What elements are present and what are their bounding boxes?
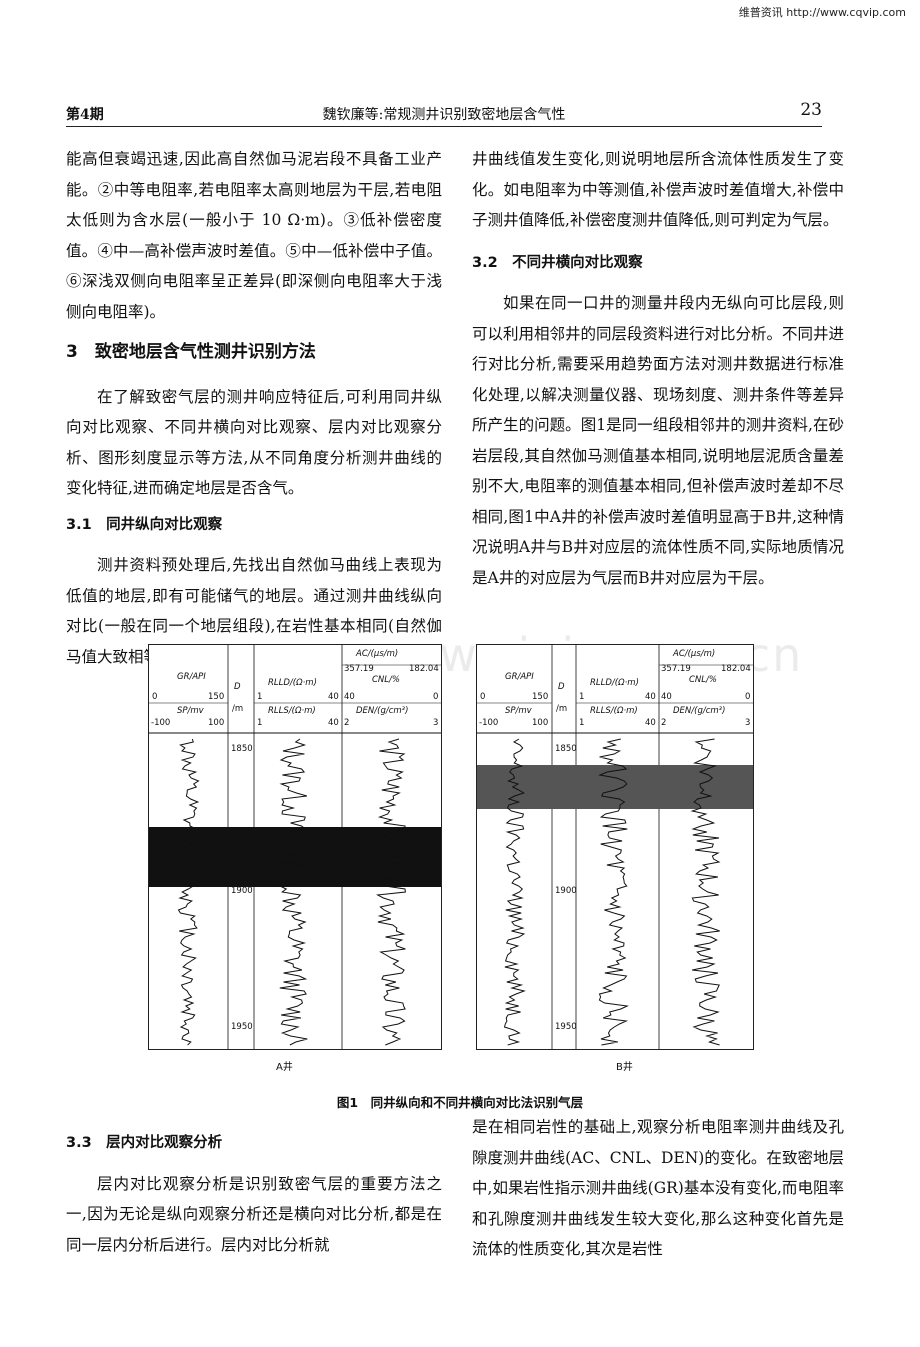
depth-label: D	[234, 682, 241, 692]
ac-max: 182.04	[721, 664, 751, 674]
cnl-min: 40	[661, 692, 672, 702]
ac-label: AC/(μs/m)	[355, 649, 398, 659]
cnl-label: CNL/%	[689, 675, 717, 685]
running-title: 魏钦廉等:常规测井识别致密地层含气性	[322, 107, 566, 123]
sp-label: SP/mv	[177, 706, 205, 716]
paragraph: 井曲线值发生变化,则说明地层所含流体性质发生了变化。如电阻率为中等测值,补偿声波…	[472, 150, 844, 229]
gr-label: GR/API	[505, 672, 534, 682]
running-header: 第4期 魏钦廉等:常规测井识别致密地层含气性 23	[66, 100, 822, 127]
cnl-label: CNL/%	[372, 675, 400, 685]
depth-label: D	[558, 682, 565, 692]
depth-tick-label: 1850	[231, 744, 253, 754]
rlls-max: 40	[328, 718, 339, 728]
den-label: DEN/(g/cm³)	[356, 706, 408, 716]
rlld-min: 1	[579, 692, 584, 702]
sp-max: 100	[208, 718, 224, 728]
right-column-bottom: 是在相同岩性的基础上,观察分析电阻率测井曲线及孔隙度测井曲线(AC、CNL、DE…	[472, 1112, 844, 1265]
gr-curve	[177, 738, 200, 1046]
depth-unit: /m	[556, 704, 567, 714]
paragraph: 如果在同一口井的测量井段内无纵向可比层段,则可以利用相邻井的同层段资料进行对比分…	[472, 294, 845, 587]
cnl-max: 0	[433, 692, 438, 702]
gr-curve	[503, 738, 526, 1046]
den-label: DEN/(g/cm³)	[673, 706, 725, 716]
gas-layer-band	[477, 765, 753, 809]
issue-number: 第4期	[66, 107, 104, 123]
gr-label: GR/API	[177, 672, 206, 682]
left-column-bottom: 3.3 层内对比观察分析 层内对比观察分析是识别致密气层的重要方法之一,因为无论…	[66, 1122, 442, 1260]
resistivity-curve	[598, 738, 629, 1046]
den-max: 3	[433, 718, 438, 728]
paragraph: 能高但衰竭迅速,因此高自然伽马泥岩段不具备工业产能。②中等电阻率,若电阻率太高则…	[66, 150, 442, 321]
sp-min: -100	[479, 718, 498, 728]
rlld-label: RLLD/(Ω·m)	[268, 678, 317, 688]
paragraph: 层内对比观察分析是识别致密气层的重要方法之一,因为无论是纵向观察分析还是横向对比…	[66, 1174, 442, 1254]
rlls-label: RLLS/(Ω·m)	[268, 706, 316, 716]
cnl-max: 0	[745, 692, 750, 702]
ac-label: AC/(μs/m)	[672, 649, 715, 659]
depth-tick-label: 1950	[555, 1022, 577, 1032]
den-min: 2	[661, 718, 666, 728]
sp-max: 100	[532, 718, 548, 728]
rlld-max: 40	[645, 692, 656, 702]
cnl-min: 40	[344, 692, 355, 702]
ac-max: 182.04	[409, 664, 439, 674]
section-heading-3-1: 3.1 同井纵向对比观察	[66, 516, 223, 533]
well-label-b: B井	[616, 1062, 633, 1073]
gr-max: 150	[532, 692, 548, 702]
porosity-curve	[376, 738, 406, 1046]
depth-tick-label: 1850	[555, 744, 577, 754]
page-number: 23	[800, 100, 822, 120]
section-heading-3: 3 致密地层含气性测井识别方法	[66, 342, 316, 362]
rlls-max: 40	[645, 718, 656, 728]
left-column: 能高但衰竭迅速,因此高自然伽马泥岩段不具备工业产能。②中等电阻率,若电阻率太高则…	[66, 144, 442, 672]
well-label-a: A井	[276, 1062, 293, 1073]
sp-min: -100	[151, 718, 170, 728]
rlls-min: 1	[257, 718, 262, 728]
figure-caption: 图1 同井纵向和不同井横向对比法识别气层	[336, 1095, 584, 1110]
depth-tick-label: 1900	[231, 886, 253, 896]
site-watermark: 维普资讯 http://www.cqvip.com	[738, 6, 906, 19]
paragraph: 是在相同岩性的基础上,观察分析电阻率测井曲线及孔隙度测井曲线(AC、CNL、DE…	[472, 1118, 844, 1258]
gr-max: 150	[208, 692, 224, 702]
paragraph: 在了解致密气层的测井响应特征后,可利用同井纵向对比观察、不同井横向对比观察、层内…	[66, 387, 442, 498]
rlld-min: 1	[257, 692, 262, 702]
sp-label: SP/mv	[505, 706, 533, 716]
rlld-label: RLLD/(Ω·m)	[590, 678, 639, 688]
section-heading-3-3: 3.3 层内对比观察分析	[66, 1135, 223, 1151]
ac-min: 357.19	[661, 664, 691, 674]
gr-min: 0	[480, 692, 485, 702]
paragraph: 测井资料预处理后,先找出自然伽马曲线上表现为低值的地层,即有可能储气的地层。通过…	[66, 556, 442, 666]
porosity-curve	[690, 738, 721, 1046]
rlls-label: RLLS/(Ω·m)	[590, 706, 638, 716]
section-heading-3-2: 3.2 不同井横向对比观察	[472, 254, 643, 271]
den-max: 3	[745, 718, 750, 728]
gr-min: 0	[152, 692, 157, 702]
depth-tick-label: 1950	[231, 1022, 253, 1032]
ac-min: 357.19	[344, 664, 374, 674]
rlls-min: 1	[579, 718, 584, 728]
den-min: 2	[344, 718, 349, 728]
depth-tick-label: 1900	[555, 886, 577, 896]
right-column: 井曲线值发生变化,则说明地层所含流体性质发生了变化。如电阻率为中等测值,补偿声波…	[472, 144, 844, 593]
rlld-max: 40	[328, 692, 339, 702]
resistivity-curve	[278, 738, 308, 1046]
depth-unit: /m	[232, 704, 243, 714]
